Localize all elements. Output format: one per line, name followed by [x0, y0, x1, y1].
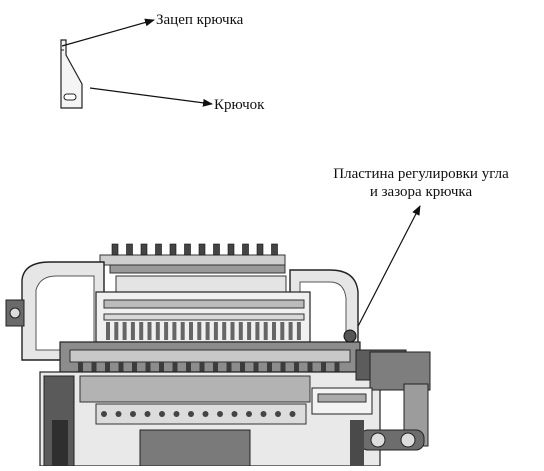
- machine-rib: [230, 322, 235, 340]
- machine-rib: [139, 322, 144, 340]
- machine-rib: [247, 322, 252, 340]
- machine-peg: [126, 243, 133, 256]
- machine-rib: [114, 322, 119, 340]
- adjust-plate-label: Пластина регулировки угла и зазора крючк…: [318, 165, 524, 201]
- machine-stud: [289, 411, 296, 417]
- machine-rib: [172, 322, 177, 340]
- machine-stud: [159, 411, 165, 417]
- machine-peg: [256, 243, 264, 256]
- machine-rib: [205, 322, 210, 340]
- machine-rib: [263, 322, 268, 340]
- machine-peg: [242, 243, 249, 256]
- machine-stud: [231, 411, 238, 417]
- machine-peg: [155, 243, 162, 256]
- machine-stud: [144, 411, 151, 417]
- machine-peg: [227, 243, 235, 256]
- machine-rib: [147, 322, 152, 340]
- machine-rib: [155, 322, 160, 340]
- hook-label: Крючок: [214, 97, 265, 113]
- machine-rib: [288, 322, 293, 340]
- machine-assembly: [5, 243, 431, 467]
- machine-peg: [169, 243, 177, 256]
- machine-rib: [189, 322, 193, 340]
- machine-stud: [173, 411, 180, 417]
- machine-stud: [246, 411, 252, 417]
- machine-stud: [115, 411, 122, 417]
- machine-peg: [213, 243, 220, 256]
- machine-stud: [202, 411, 209, 417]
- machine-peg: [198, 243, 206, 256]
- machine-rib: [122, 322, 127, 340]
- hook-notch-label: Зацеп крючка: [156, 12, 244, 28]
- machine-peg: [184, 243, 191, 256]
- machine-rib: [130, 322, 135, 340]
- machine-peg: [140, 243, 148, 256]
- machine-stud: [275, 411, 281, 417]
- machine-peg: [271, 243, 278, 256]
- machine-rib: [272, 322, 276, 340]
- machine-stud: [130, 411, 136, 417]
- hook-arrow: [89, 87, 213, 107]
- machine-rib: [197, 322, 202, 340]
- machine-stud: [260, 411, 267, 417]
- machine-rib: [106, 322, 110, 340]
- machine-rib: [222, 322, 227, 340]
- machine-rib: [280, 322, 285, 340]
- machine-rib: [238, 322, 243, 340]
- adjust-plate-arrow: [351, 205, 421, 339]
- hook-notch-arrow: [61, 18, 155, 47]
- machine-peg: [111, 243, 119, 256]
- machine-rib: [180, 322, 185, 340]
- machine-rib: [296, 322, 301, 340]
- machine-stud: [217, 411, 223, 417]
- machine-rib: [164, 322, 169, 340]
- machine-rib: [255, 322, 260, 340]
- machine-rib: [213, 322, 218, 340]
- hook-part: [60, 39, 83, 109]
- machine-stud: [101, 411, 107, 417]
- adjust-plate-label-line1: Пластина регулировки угла: [333, 166, 509, 182]
- machine-stud: [188, 411, 194, 417]
- adjust-plate-label-line2: и зазора крючка: [369, 184, 473, 200]
